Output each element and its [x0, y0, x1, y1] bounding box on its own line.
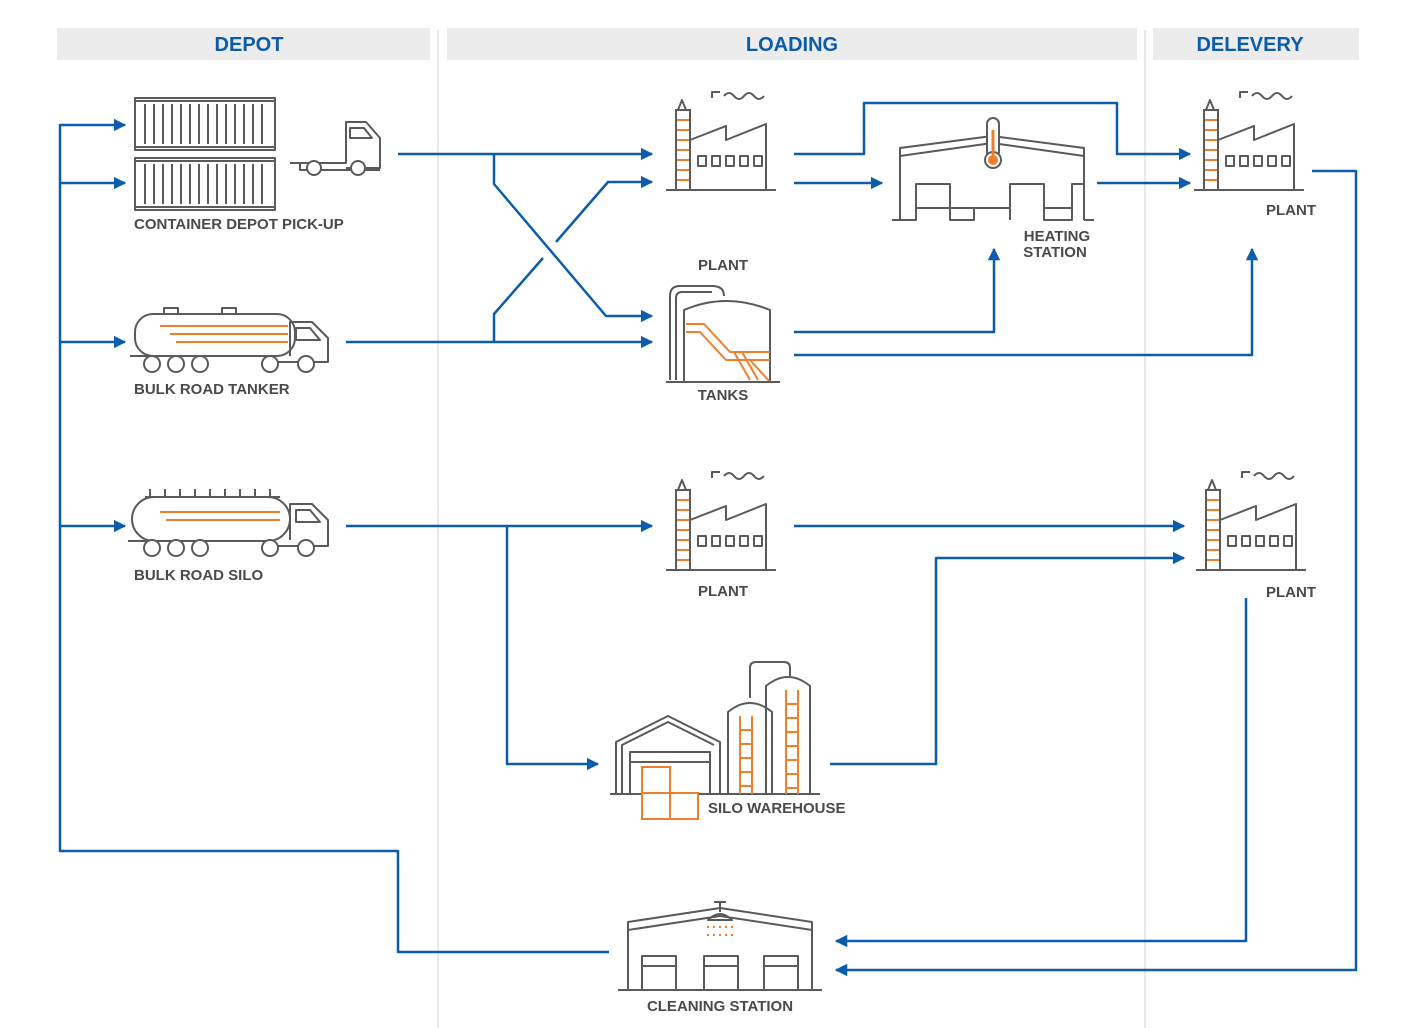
flow-delivery-top-to-cleaning: [834, 169, 1358, 977]
flow-cross-tanker-to-plant-a: [492, 257, 544, 342]
heating-station-label-line1: HEATING: [1024, 228, 1090, 245]
cleaning-station-label: CLEANING STATION: [647, 998, 793, 1015]
factory-icon: [665, 91, 777, 191]
header-delivery-label: DELEVERY: [1196, 34, 1304, 56]
factory-icon: [665, 471, 777, 571]
header-delivery: DELEVERY: [1153, 28, 1359, 60]
plant-delivery-mid-label: PLANT: [1266, 584, 1316, 601]
flow-cross-tanker-to-plant-b: [555, 175, 654, 243]
flow-tanks-to-heating: [794, 247, 1001, 334]
silo-truck-icon: [128, 489, 329, 557]
flow-tanks-to-delivery: [794, 247, 1259, 357]
heating-station-label-line2: STATION: [1023, 244, 1087, 261]
container-depot-group: CONTAINER DEPOT PICK-UP: [134, 97, 381, 233]
cleaning-station-icon: [618, 901, 822, 991]
factory-icon: [1193, 91, 1305, 191]
header-depot-label: DEPOT: [215, 34, 284, 56]
flow-return-left: [58, 118, 609, 954]
plant-loading-mid-label: PLANT: [698, 583, 748, 600]
header-depot: DEPOT: [57, 28, 430, 60]
plant-delivery-top-label: PLANT: [1266, 202, 1316, 219]
bulk-road-tanker-group: BULK ROAD TANKER: [130, 307, 329, 398]
flow-plant-to-delivery-top: [794, 101, 1192, 161]
silo-warehouse-icon: [610, 661, 820, 820]
bulk-road-silo-label: BULK ROAD SILO: [134, 567, 263, 584]
flow-silo-to-warehouse: [505, 526, 600, 771]
container-icon: [134, 157, 276, 211]
factory-icon: [1195, 471, 1307, 571]
truck-cab-icon: [290, 121, 381, 176]
flow-cross-container-to-tanks: [492, 154, 654, 323]
header-loading: LOADING: [447, 28, 1137, 60]
tank-icon: [666, 285, 780, 383]
silo-warehouse-label: SILO WAREHOUSE: [708, 800, 846, 817]
flow-lines: [58, 101, 1358, 977]
bulk-road-tanker-label: BULK ROAD TANKER: [134, 381, 290, 398]
bulk-road-silo-group: BULK ROAD SILO: [128, 489, 329, 584]
tanker-truck-icon: [130, 307, 329, 373]
heating-station-icon: [892, 117, 1094, 221]
header-loading-label: LOADING: [746, 34, 838, 56]
flow-delivery-mid-to-cleaning: [834, 598, 1248, 948]
tanks-label: TANKS: [698, 387, 749, 404]
flow-warehouse-to-delivery: [830, 551, 1186, 766]
container-depot-label: CONTAINER DEPOT PICK-UP: [134, 216, 344, 233]
container-icon: [134, 97, 276, 151]
plant-loading-top-label: PLANT: [698, 257, 748, 274]
